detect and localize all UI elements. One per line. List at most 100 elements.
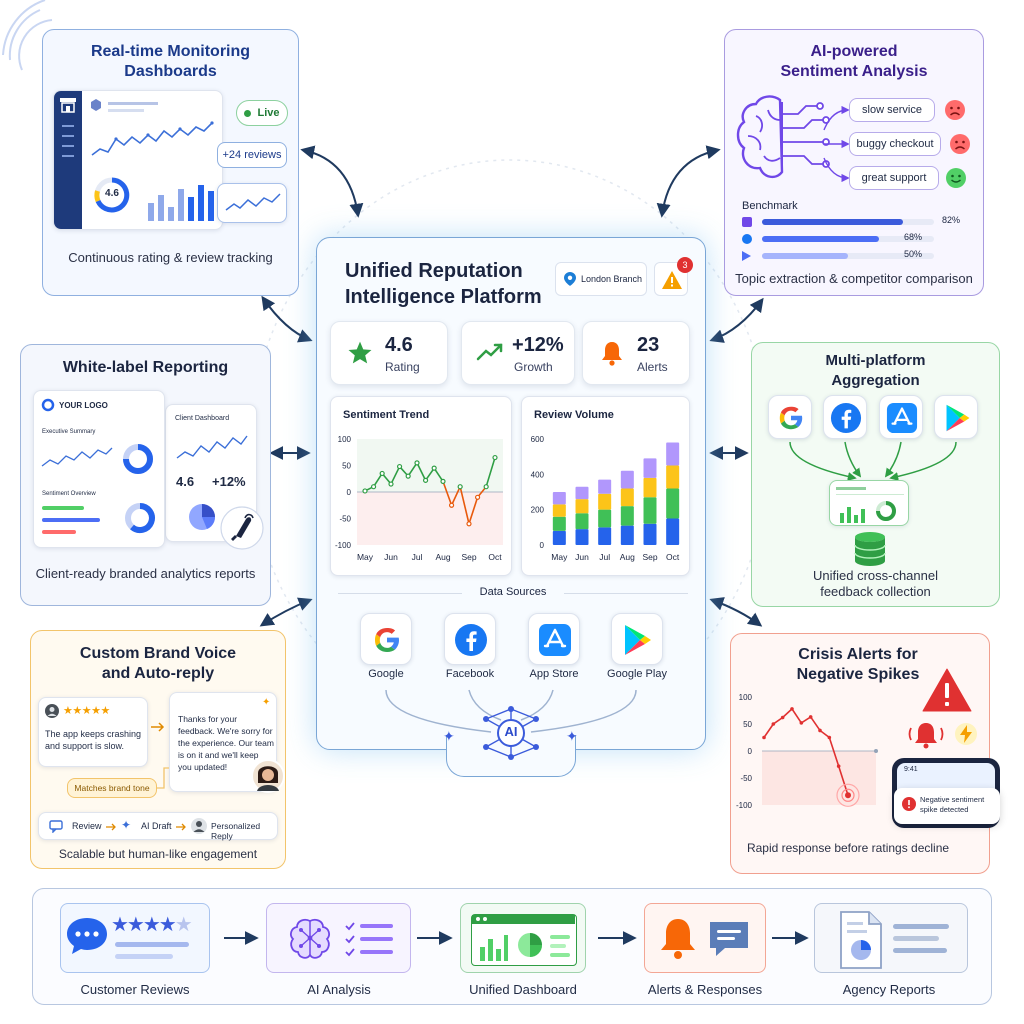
benchmark-fill — [762, 253, 848, 259]
hexagon-logo-icon — [91, 99, 101, 111]
source-googleplay-label: Google Play — [607, 668, 667, 680]
flow-label-customer-reviews: Customer Reviews — [80, 982, 190, 997]
positive-zone — [357, 439, 503, 492]
y-tick-label: 0 — [540, 541, 545, 550]
source-google-tile[interactable] — [360, 613, 412, 665]
aggregation-panel — [751, 342, 1000, 607]
whitelabel-title: White-label Reporting — [62, 359, 229, 376]
benchmark-value: 82% — [942, 215, 961, 225]
benchmark-track — [762, 236, 934, 242]
flow-step-unified-dashboard — [460, 903, 586, 973]
flow-arrows — [224, 931, 809, 945]
chat-bubble-icon — [67, 918, 107, 954]
brain-icon — [290, 918, 330, 959]
executive-summary-label: Executive Summary — [42, 429, 96, 435]
trend-point — [448, 502, 455, 508]
client-dashboard-label: Client Dashboard — [175, 415, 230, 422]
crisis-point — [780, 715, 785, 720]
workflow-step-personalized: Personalized Reply — [211, 821, 261, 841]
volume-bar-segment — [620, 525, 634, 545]
monitoring-bar-chart — [148, 185, 214, 221]
sentiment-tag-slow-service: slow service — [849, 98, 935, 122]
new-reviews-label: +24 reviews — [222, 149, 282, 161]
phone-time: 9:41 — [904, 766, 918, 773]
y-tick-label: 0 — [748, 747, 753, 756]
alert-bell-button[interactable]: 3 — [654, 257, 693, 296]
trend-point — [457, 484, 463, 490]
source-facebook-tile[interactable] — [444, 613, 496, 665]
logo-ring-icon — [41, 398, 55, 412]
trend-point — [431, 465, 437, 471]
arrow-right-icon — [106, 823, 116, 831]
crisis-caption: Rapid response before ratings decline — [746, 841, 950, 855]
checklist-icon — [345, 922, 393, 957]
volume-bar-segment — [598, 509, 612, 528]
person-avatar-icon — [191, 818, 207, 834]
play-mini-icon — [742, 251, 751, 261]
trend-point — [483, 484, 489, 490]
source-googleplay-tile[interactable] — [611, 613, 663, 665]
overview-bar-positive — [42, 506, 84, 510]
axis-end-dot — [874, 749, 878, 753]
agg-googleplay-tile — [934, 395, 978, 439]
volume-bar-segment — [643, 497, 657, 524]
trend-segment — [459, 486, 470, 524]
reply-text: Thanks for your feedback. We're sorry fo… — [178, 714, 274, 772]
flow-label-alerts: Alerts & Responses — [647, 982, 763, 997]
stat-growth-label: Growth — [514, 360, 553, 374]
source-facebook-label: Facebook — [445, 668, 495, 680]
volume-bar-segment — [620, 506, 634, 526]
chat-bubble-icon — [49, 820, 63, 833]
branch-selector[interactable]: London Branch — [555, 262, 647, 296]
flow-label-unified-dashboard: Unified Dashboard — [469, 982, 577, 997]
benchmark-label: Benchmark — [742, 200, 798, 212]
app-store-logo-icon — [539, 624, 571, 656]
facebook-mini-icon — [742, 234, 752, 244]
google-logo-icon — [375, 628, 399, 652]
message-icon — [710, 922, 748, 956]
benchmark-brand-icon — [742, 217, 752, 227]
trend-point — [440, 478, 446, 485]
agg-donut — [876, 501, 896, 521]
y-tick-label: 50 — [743, 720, 752, 729]
live-dot-icon — [244, 109, 252, 117]
sparkle-icon: ✦ — [443, 728, 455, 744]
ai-label: AI — [504, 724, 518, 739]
volume-bar-segment — [598, 527, 612, 545]
aggregated-dashboard-mock — [829, 480, 909, 526]
bell-icon — [602, 342, 622, 366]
trend-segment — [390, 466, 401, 485]
x-tick-label: Oct — [488, 552, 502, 562]
dashboard-sidebar — [54, 91, 82, 229]
agg-bars — [840, 507, 865, 523]
source-appstore-tile[interactable] — [528, 613, 580, 665]
client-rating-value: 4.6 — [176, 474, 195, 489]
stat-rating-label: Rating — [385, 360, 420, 374]
stat-card-growth: +12% Growth — [461, 321, 575, 385]
volume-bar-segment — [552, 516, 566, 531]
client-growth-value: +12% — [212, 474, 246, 489]
trend-segment — [433, 467, 444, 482]
volume-bar-segment — [575, 529, 589, 545]
crisis-point — [827, 735, 832, 740]
gauge-value: 4.6 — [105, 188, 119, 199]
stat-alerts-label: Alerts — [637, 360, 668, 374]
stat-rating-value: 4.6 — [385, 334, 413, 356]
your-logo-label: YOUR LOGO — [59, 401, 108, 410]
crisis-point — [771, 722, 776, 726]
volume-bar-segment — [666, 518, 680, 545]
notification-card[interactable]: Negative sentiment spike detected — [894, 788, 1000, 824]
aggregation-arrows — [789, 441, 957, 481]
stat-alerts-value: 23 — [637, 334, 660, 356]
dashboard-pie — [518, 933, 542, 957]
user-avatar-icon — [45, 704, 59, 718]
volume-bar-segment — [643, 477, 657, 498]
warning-triangle-icon — [662, 271, 682, 289]
alert-count-badge: 3 — [677, 257, 693, 273]
lightning-icon — [955, 723, 977, 745]
